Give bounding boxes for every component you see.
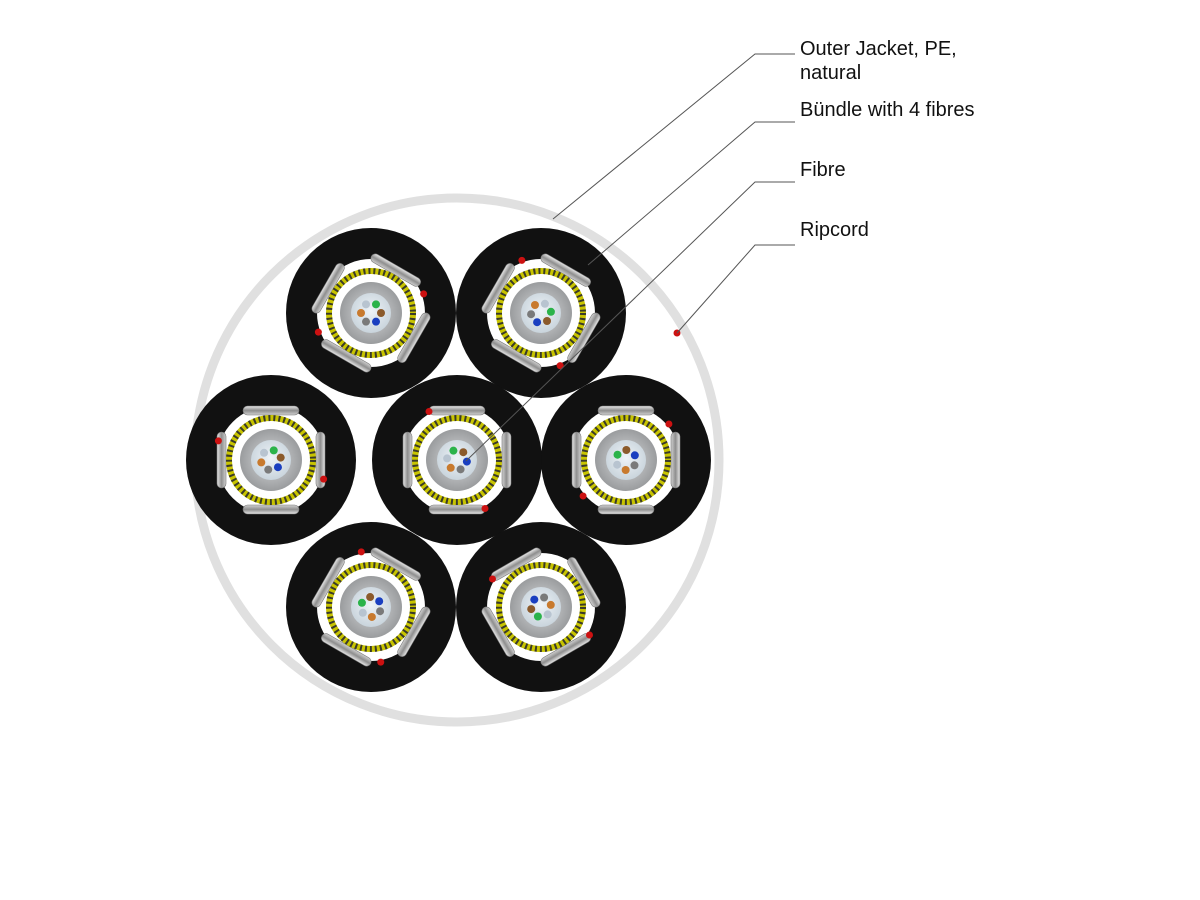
fibre [630,451,639,460]
label-ripcord: Ripcord [800,219,869,241]
ripcord [481,504,489,512]
fibre [443,454,452,463]
fibre-bundle [541,375,711,545]
fibre [543,316,552,325]
fibre [449,446,458,455]
fibre-bundle [186,375,356,545]
fibre [459,448,468,457]
ripcord [357,548,365,556]
fibre [362,300,370,309]
fibre [264,465,273,474]
label-outer-jacket: Outer Jacket, PE, natural [800,38,957,84]
fibre [366,593,375,602]
armour-ring-pattern [412,415,502,505]
ripcord [314,328,322,336]
fibre [375,597,384,606]
fibre [372,317,380,326]
fibre [527,605,536,614]
fibre-bundle [286,522,456,692]
ripcord [489,575,497,583]
leader-line-jacket [552,53,795,220]
fibre [546,307,555,316]
fibre [377,309,385,317]
label-bundle: Bündle with 4 fibres [800,99,975,121]
fibre-bundle [456,228,626,398]
armour-ring-pattern [496,562,586,652]
ripcord [320,475,328,483]
armour-ring-pattern [226,415,316,505]
leader-line-ripcord [676,244,795,334]
fibre [530,301,539,310]
core [521,293,561,333]
fibre [527,310,536,319]
fibre-bundle [286,228,456,398]
ripcord [665,420,673,428]
fibre [257,458,266,467]
ripcord [556,362,564,370]
fibre [543,610,552,619]
ripcord [377,658,385,666]
fibre [540,299,549,308]
ripcord [518,256,526,264]
strength-member [571,431,582,489]
fibre [357,309,365,317]
strength-member [597,504,655,515]
strength-member [597,405,655,416]
ripcord [214,437,222,445]
fibre [446,463,455,472]
leader-lines [465,53,795,462]
ripcord [579,492,587,500]
armour-ring-pattern [581,415,671,505]
fibre [260,448,269,457]
core [437,440,477,480]
strength-member [242,405,300,416]
strength-member [242,504,300,515]
fibre [533,318,542,327]
fibre [376,607,385,616]
ripcord [585,631,593,639]
bundle-group [186,228,711,692]
core [251,440,291,480]
fibre [613,450,622,459]
fibre-bundle [456,522,626,692]
core [521,587,561,627]
fibre [367,612,376,621]
fibre-bundle [372,375,542,545]
core [351,587,391,627]
fibre [357,598,366,607]
fibre [621,465,630,474]
fibre [622,446,631,455]
strength-member [501,431,512,489]
core [351,293,391,333]
fibre [273,463,282,472]
fibre [533,612,542,621]
fibre [630,461,639,470]
ripcord [425,408,433,416]
fibre [269,446,278,455]
strength-member [670,431,681,489]
label-fibre: Fibre [800,159,846,181]
fibre [362,317,370,326]
fibre [530,595,539,604]
strength-member [402,431,413,489]
ripcord [420,290,428,298]
armour-ring-pattern [326,562,416,652]
fibre [276,453,285,462]
leader-line-bundle [587,121,795,266]
fibre [358,608,367,617]
fibre [540,593,549,602]
fibre [546,600,555,609]
armour-ring-pattern [496,268,586,358]
fibre [613,460,622,469]
strength-member [428,405,486,416]
fibre [462,457,471,466]
leader-line-fibre [465,181,795,462]
armour-ring-pattern [326,268,416,358]
core [606,440,646,480]
fibre [456,465,465,474]
fibre [372,300,380,309]
strength-member [428,504,486,515]
